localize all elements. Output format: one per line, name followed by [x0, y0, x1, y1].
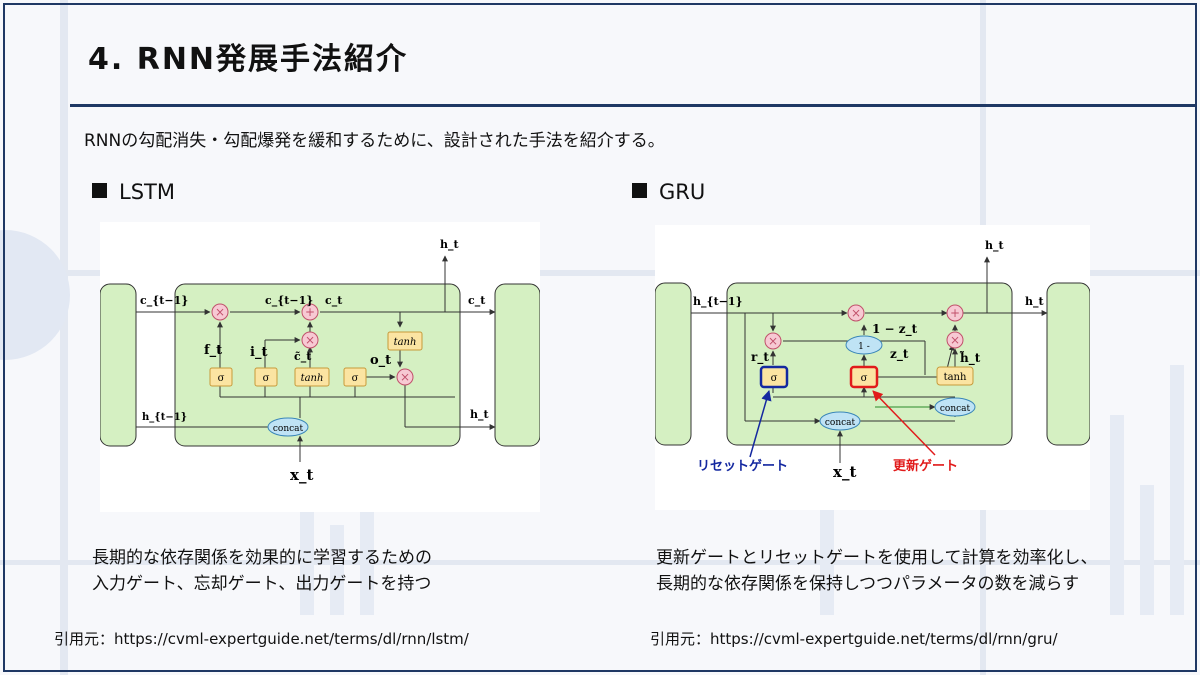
lstm-cell	[174, 283, 461, 447]
h-t-top-label: h_t	[985, 239, 1004, 253]
update-sigma-label: σ	[861, 373, 868, 384]
o-t-label: o_t	[370, 353, 391, 368]
slide-title: 4. RNN発展手法紹介	[88, 42, 409, 77]
h-prev-label: h_{t−1}	[693, 295, 743, 309]
svg-text:×: ×	[851, 306, 861, 320]
input-sigma-gate	[254, 367, 278, 387]
next-cell-block	[494, 283, 541, 447]
one-minus-node	[845, 335, 883, 355]
update-gate-pointer	[872, 390, 936, 456]
concat-left-label: concat	[825, 418, 856, 428]
bullet-square-icon	[632, 183, 647, 198]
svg-text:×: ×	[215, 305, 225, 319]
forget-multiply-op	[211, 303, 229, 321]
tanh-gate	[294, 367, 330, 387]
svg-text:×: ×	[305, 333, 315, 347]
lstm-description-line-2: 入力ゲート、忘却ゲート、出力ゲートを持つ	[92, 574, 432, 594]
lstm-diagram: × + × × σ σ tanh σ tanh concat c_{t−1} c…	[99, 222, 541, 512]
gru-description-line-2: 長期的な依存関係を保持しつつパラメータの数を減らす	[656, 574, 1080, 594]
z-t-label: z_t	[890, 347, 909, 362]
c-mid-label: c_{t−1}	[265, 294, 313, 308]
update-gate-caption: 更新ゲート	[893, 458, 958, 474]
gru-citation: 引用元：https://cvml-expertguide.net/terms/d…	[650, 630, 1058, 648]
lstm-citation: 引用元：https://cvml-expertguide.net/terms/d…	[54, 630, 469, 648]
update-sigma-gate	[849, 365, 879, 389]
concat-left-node	[819, 411, 861, 431]
gru-description-line-1: 更新ゲートとリセットゲートを使用して計算を効率化し、	[656, 548, 1098, 568]
h-prev-label: h_{t−1}	[142, 412, 187, 423]
h-t-out-label: h_t	[470, 408, 489, 422]
reset-gate-caption: リセットゲート	[697, 458, 788, 474]
forget-sigma-gate	[209, 367, 233, 387]
lstm-heading-label: LSTM	[119, 180, 175, 204]
concat-right-label: concat	[940, 404, 971, 414]
one-minus-z-label: 1 − z_t	[872, 322, 918, 337]
slide-frame	[3, 3, 1197, 672]
output-sigma-label: σ	[352, 373, 359, 384]
next-cell-block	[1046, 282, 1091, 446]
svg-text:+: +	[305, 305, 315, 319]
h-tilde-label: h̃_t	[959, 350, 981, 366]
svg-text:×: ×	[768, 334, 778, 348]
concat-node	[267, 417, 309, 437]
svg-text:×: ×	[400, 370, 410, 384]
reset-sigma-gate	[759, 365, 789, 389]
concat-label: concat	[273, 424, 304, 434]
lstm-description-line-1: 長期的な依存関係を効果的に学習するための	[92, 548, 432, 568]
x-t-label: x_t	[833, 463, 856, 481]
tanh-label: tanh	[944, 372, 967, 383]
output-multiply-op	[396, 368, 414, 386]
h-t-out-label: h_t	[1025, 295, 1044, 309]
r-t-label: r_t	[751, 350, 769, 365]
c-prev-label: c_{t−1}	[140, 294, 188, 308]
prev-cell-block	[654, 282, 692, 446]
gru-description: 更新ゲートとリセットゲートを使用して計算を効率化し、 長期的な依存関係を保持しつ…	[656, 545, 1098, 597]
reset-multiply-op	[764, 332, 782, 350]
c-t-top-label: c_t	[325, 294, 343, 308]
input-sigma-label: σ	[263, 373, 270, 384]
title-divider	[70, 104, 1197, 107]
one-minus-box-label: 1 -	[858, 342, 870, 352]
tanh-top-label: tanh	[394, 337, 417, 348]
c-t-out-label: c_t	[468, 294, 486, 308]
input-multiply-op	[301, 331, 319, 349]
forget-sigma-label: σ	[218, 373, 225, 384]
output-sigma-gate	[343, 367, 367, 387]
add-op	[301, 303, 319, 321]
bullet-square-icon	[92, 183, 107, 198]
update-multiply-op	[946, 331, 964, 349]
intro-text: RNNの勾配消失・勾配爆発を緩和するために、設計された手法を紹介する。	[84, 131, 665, 151]
prev-cell-block	[99, 283, 137, 447]
tanh-gate	[936, 366, 974, 386]
lstm-description: 長期的な依存関係を効果的に学習するための 入力ゲート、忘却ゲート、出力ゲートを持…	[92, 545, 432, 597]
i-t-label: i_t	[250, 345, 267, 360]
tanh-top-box	[387, 331, 423, 351]
keep-multiply-op	[847, 304, 865, 322]
add-op	[946, 304, 964, 322]
svg-text:+: +	[950, 306, 960, 320]
svg-text:×: ×	[950, 333, 960, 347]
f-t-label: f_t	[204, 343, 222, 358]
x-t-label: x_t	[290, 466, 313, 484]
reset-sigma-label: σ	[771, 373, 778, 384]
tanh-gate-label: tanh	[301, 373, 324, 384]
gru-diagram: × × + × σ σ tanh 1 - concat concat h_{t−…	[654, 225, 1091, 510]
gru-heading: GRU	[632, 180, 705, 204]
gru-heading-label: GRU	[659, 180, 706, 204]
h-t-top-label: h_t	[440, 238, 459, 252]
concat-right-node	[934, 397, 976, 417]
lstm-heading: LSTM	[92, 180, 175, 204]
c-tilde-label: c̃_t	[294, 350, 312, 364]
reset-gate-pointer	[749, 389, 772, 458]
